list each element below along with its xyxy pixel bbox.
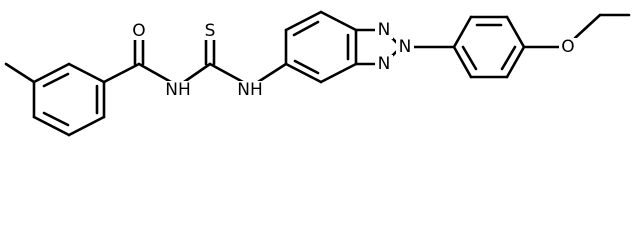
benzotriazole-ring-bond bbox=[319, 10, 358, 32]
chemical-structure-diagram: O S NH NH N N N O bbox=[4, 10, 631, 137]
triazole-n-middle-label: N bbox=[399, 37, 412, 57]
right-ring-bond bbox=[505, 15, 526, 49]
amide-nh-label: NH bbox=[165, 80, 191, 100]
carbonyl-oxygen-label: O bbox=[132, 21, 145, 41]
right-ring-inner-bond bbox=[500, 45, 517, 71]
left-ring-bond bbox=[32, 62, 71, 84]
carbonyl-oxygen-background bbox=[130, 22, 148, 40]
methyl-bond bbox=[4, 62, 36, 84]
benzotriazole-inner-bond bbox=[292, 20, 320, 37]
carbonyl-nh-bond bbox=[137, 62, 173, 84]
aryl-carbonyl-bond bbox=[102, 62, 141, 84]
left-ring-bond bbox=[32, 115, 71, 137]
thiocarbonyl-sulfur-label: S bbox=[205, 21, 216, 41]
nh-benzotriazole-bond bbox=[256, 62, 288, 84]
left-ring-inner-bond bbox=[42, 111, 70, 127]
atom-label-layer: O S NH NH N N N O bbox=[130, 20, 577, 100]
thiourea-nh-background bbox=[235, 81, 265, 99]
triazole-n-top-label: N bbox=[378, 20, 391, 40]
right-ring-bond bbox=[452, 15, 473, 49]
benzotriazole-inner-bond bbox=[293, 59, 320, 75]
left-ring-bond bbox=[67, 115, 106, 137]
amide-nh-background bbox=[164, 81, 194, 99]
thiourea-nh-label: NH bbox=[237, 80, 263, 100]
benzotriazole-ring-bond bbox=[284, 62, 323, 84]
triazole-n-bottom-label: N bbox=[378, 54, 391, 74]
thiocarbonyl-sulfur-background bbox=[201, 22, 219, 40]
right-ring-bond bbox=[452, 45, 473, 79]
benzotriazole-ring-bond bbox=[319, 62, 358, 84]
ether-ethyl-bond bbox=[573, 13, 602, 40]
ether-oxygen-background bbox=[559, 38, 577, 56]
left-ring-inner-bond bbox=[42, 72, 70, 88]
triazole-n-bottom-background bbox=[375, 55, 393, 73]
left-ring-bond bbox=[67, 62, 106, 84]
bond-layer bbox=[4, 10, 631, 137]
molecule-drawing: O S NH NH N N N O bbox=[4, 10, 631, 137]
thiocarbonyl-nh-bond bbox=[208, 62, 245, 84]
nh-thiocarbonyl-bond bbox=[182, 62, 212, 84]
ether-oxygen-label: O bbox=[561, 37, 574, 57]
right-ring-inner-bond bbox=[461, 45, 478, 71]
triazole-n-top-background bbox=[375, 21, 393, 39]
benzotriazole-ring-bond bbox=[284, 10, 323, 32]
triazole-n-middle-background bbox=[396, 38, 414, 56]
right-ring-bond bbox=[505, 45, 526, 79]
